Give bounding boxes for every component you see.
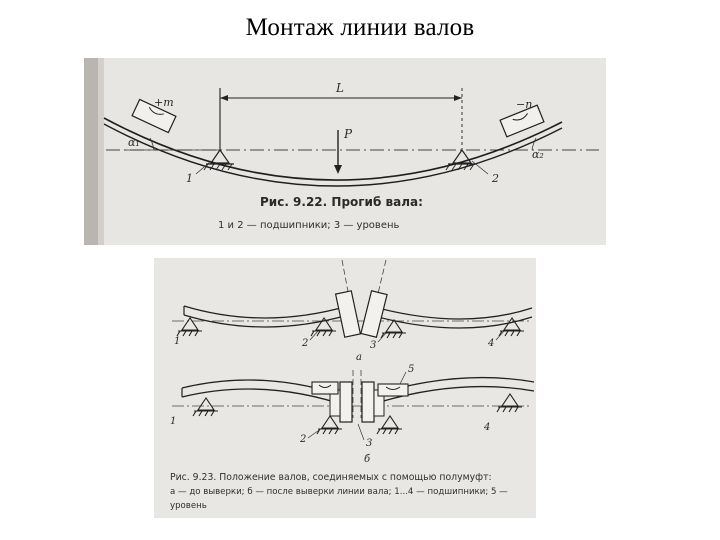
label-bearing-4-a: 4 [487,338,494,349]
level-5-left [311,381,339,395]
figure-shaft-alignment: 1 2 3 4 а [154,258,536,518]
figure-shaft-deflection: +m −n L P α₁ α₂ 1 2 Рис. 9.22. Прогиб ва… [84,58,606,245]
label-load-P: P [343,127,353,141]
label-bearing-2-b: 2 [299,434,306,445]
label-bearing-3-a: 3 [370,340,376,351]
half-coupling-right-b [361,381,385,423]
label-support-1: 1 [186,172,193,185]
label-support-2: 2 [491,172,499,185]
figure-2-caption-line-3: уровень [170,501,207,511]
label-minus-n: −n [516,98,532,111]
label-level-5: 5 [408,364,414,375]
slide-title: Монтаж линии валов [245,14,475,41]
label-bearing-1-b: 1 [170,416,176,427]
figure-2-caption-line-1: Рис. 9.23. Положение валов, соединяемых … [170,472,492,483]
figure-1-caption-legend: 1 и 2 — подшипники; 3 — уровень [218,220,400,231]
half-coupling-left-a [334,290,362,338]
label-alpha-1: α₁ [128,136,140,149]
support-2 [445,148,476,171]
half-coupling-right-a [360,289,388,339]
label-alpha-2: α₂ [532,148,544,161]
figure-2-caption-line-2: а — до выверки; б — после выверки линии … [170,487,508,497]
level-right [499,104,545,138]
figure-1-caption-title: Рис. 9.22. Прогиб вала: [260,195,423,209]
label-bearing-3-b: 3 [366,438,372,449]
level-5-right [377,383,409,397]
label-part-a: а [356,352,362,363]
label-span-L: L [335,81,344,95]
label-bearing-4-b: 4 [483,422,490,433]
label-plus-m: +m [154,96,174,109]
half-coupling-left-b [329,381,353,423]
label-bearing-1-a: 1 [174,336,180,347]
support-1 [203,148,234,171]
level-left [131,98,177,134]
label-part-b: б [364,454,371,465]
label-bearing-2-a: 2 [301,338,308,349]
